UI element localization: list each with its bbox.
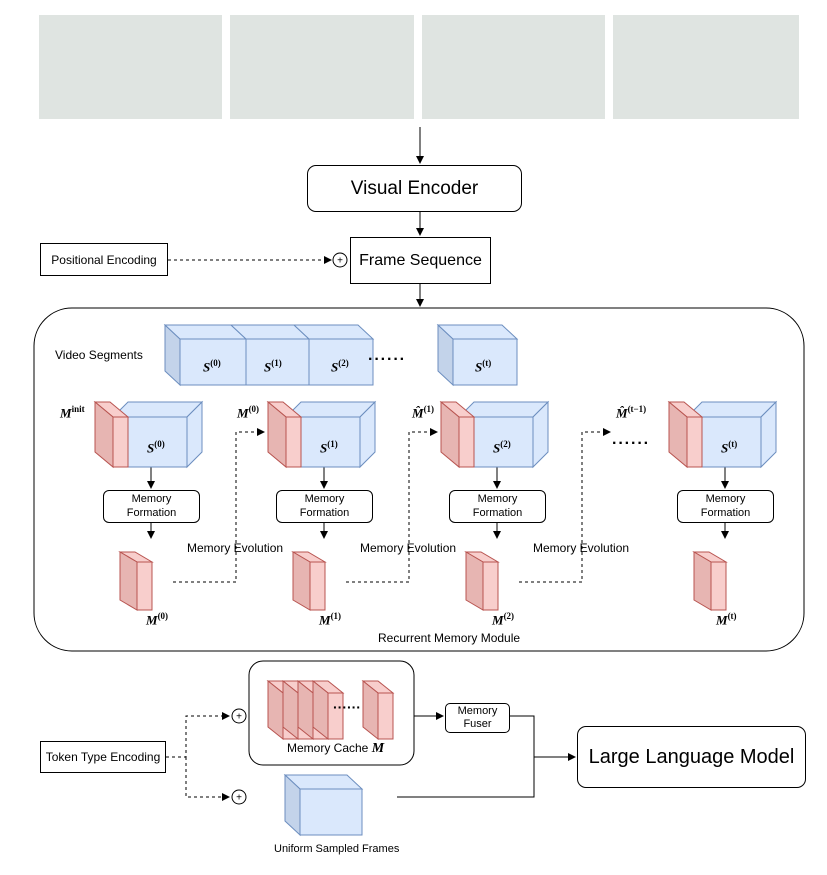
- token-to-cache-plus: [166, 712, 230, 758]
- memory-fuser-line2: Fuser: [463, 718, 492, 730]
- memory-formation-box-0: Memory Formation: [103, 490, 200, 523]
- video-frame-1: [39, 15, 222, 119]
- output-memory-slab-3: [692, 551, 728, 611]
- combo-memory-front: [458, 416, 475, 468]
- memory-evolution-label-0: Memory Evolution: [187, 541, 284, 555]
- memory-formation-line2: Formation: [472, 506, 523, 519]
- segments-ellipsis: ······: [368, 351, 406, 368]
- segment-symbol-top-2: S(2): [331, 358, 349, 375]
- output-memory-symbol-0: M(0): [146, 611, 169, 628]
- memory-fuser-box: Memory Fuser: [445, 703, 510, 733]
- segment-front-2: [308, 338, 374, 386]
- plus-circle-2: [231, 789, 247, 805]
- combo-memory-front: [686, 416, 703, 468]
- plus-circle-0: [332, 252, 348, 268]
- memory-evolution-arrow-0: [173, 428, 265, 583]
- video-frame-4: [613, 15, 799, 119]
- combo-memory-front: [112, 416, 129, 468]
- output-memory-symbol-3: M(t): [716, 611, 737, 628]
- memory-cache-ellipsis: ······: [333, 699, 361, 715]
- recurrent-memory-module-container: [33, 307, 805, 652]
- frame-sequence-label: Frame Sequence: [359, 251, 482, 269]
- plus-sign-1: +: [236, 712, 242, 723]
- cache-memory-slab-4: [361, 679, 395, 741]
- memory-evolution-arrow-2: [519, 428, 611, 583]
- output-memory-symbol-1: M(1): [319, 611, 342, 628]
- token-to-frames-plus: [185, 757, 230, 801]
- token-type-encoding-box: Token Type Encoding: [40, 741, 166, 773]
- input-memory-symbol-2: M̂(1): [412, 404, 435, 421]
- memory-formation-line2: Formation: [700, 506, 751, 519]
- memory-evolution-label-1: Memory Evolution: [360, 541, 457, 555]
- segment-symbol-bottom-1: S(1): [320, 439, 338, 456]
- memory-formation-box-3: Memory Formation: [677, 490, 774, 523]
- memory-evolution-arrow-1: [346, 428, 438, 583]
- memory-segment-combo-1: [266, 400, 377, 469]
- segment-symbol-top-0: S(0): [203, 358, 221, 375]
- video-frame-2: [230, 15, 414, 119]
- visual-encoder-box: Visual Encoder: [307, 165, 522, 212]
- positional-encoding-box: Positional Encoding: [40, 243, 168, 276]
- plus-circle-1: [231, 708, 247, 724]
- plus-sign-0: +: [337, 256, 343, 267]
- memory-cache-symbol: M: [371, 741, 385, 756]
- memory-segment-combo-0: [93, 400, 204, 469]
- memory-formation-line2: Formation: [126, 506, 177, 519]
- uniform-frames-cube: [283, 773, 364, 837]
- segment-front-0: [179, 338, 247, 386]
- memory-fuser-line1: Memory: [457, 704, 498, 717]
- input-memory-symbol-1: M(0): [237, 404, 260, 421]
- memory-cache-container: [248, 660, 415, 766]
- segment-symbol-bottom-2: S(2): [493, 439, 511, 456]
- memory-cache-label: Memory Cache: [287, 741, 369, 755]
- memory-evolution-label-2: Memory Evolution: [533, 541, 630, 555]
- input-memory-symbol-3: M̂(t−1): [616, 404, 647, 421]
- large-language-model-label: Large Language Model: [588, 745, 795, 768]
- input-memory-symbol-0: Minit: [60, 404, 85, 421]
- plus-sign-2: +: [236, 793, 242, 804]
- output-memory-slab-1: [291, 551, 327, 611]
- segment-front-t: [452, 338, 518, 386]
- memory-formation-line1: Memory: [477, 492, 518, 505]
- memory-segment-combo-3: [667, 400, 778, 469]
- memory-formation-box-1: Memory Formation: [276, 490, 373, 523]
- uniform-sampled-frames-label: Uniform Sampled Frames: [274, 843, 400, 855]
- memory-formation-line1: Memory: [304, 492, 345, 505]
- memory-formation-line1: Memory: [705, 492, 746, 505]
- segment-symbol-top-1: S(1): [264, 358, 282, 375]
- memory-formation-line2: Formation: [299, 506, 350, 519]
- segment-symbol-top-3: S(t): [475, 358, 492, 375]
- segment-strip: [163, 323, 519, 387]
- memory-cache-caption: Memory Cache M: [287, 742, 384, 756]
- memory-segment-combo-2: [439, 400, 550, 469]
- segment-front-1: [245, 338, 310, 386]
- output-memory-slab-0: [118, 551, 154, 611]
- video-segments-label: Video Segments: [55, 348, 143, 362]
- frame-sequence-box: Frame Sequence: [350, 237, 491, 284]
- large-language-model-box: Large Language Model: [577, 726, 806, 788]
- memory-formation-box-2: Memory Formation: [449, 490, 546, 523]
- visual-encoder-label: Visual Encoder: [350, 177, 479, 199]
- recurrent-memory-module-label: Recurrent Memory Module: [378, 631, 521, 645]
- output-memory-symbol-2: M(2): [492, 611, 515, 628]
- frames-to-llm-line: [397, 756, 575, 798]
- output-memory-slab-2: [464, 551, 500, 611]
- fuser-to-llm-line: [510, 715, 535, 757]
- positional-encoding-label: Positional Encoding: [51, 252, 157, 267]
- video-frame-3: [422, 15, 605, 119]
- cache-memory-slab-3: [311, 679, 345, 741]
- memory-formation-line1: Memory: [131, 492, 172, 505]
- segment-symbol-bottom-0: S(0): [147, 439, 165, 456]
- combo-memory-front: [285, 416, 302, 468]
- segment-symbol-bottom-3: S(t): [721, 439, 738, 456]
- token-type-encoding-label: Token Type Encoding: [45, 750, 161, 764]
- memory-ellipsis: ······: [612, 435, 650, 452]
